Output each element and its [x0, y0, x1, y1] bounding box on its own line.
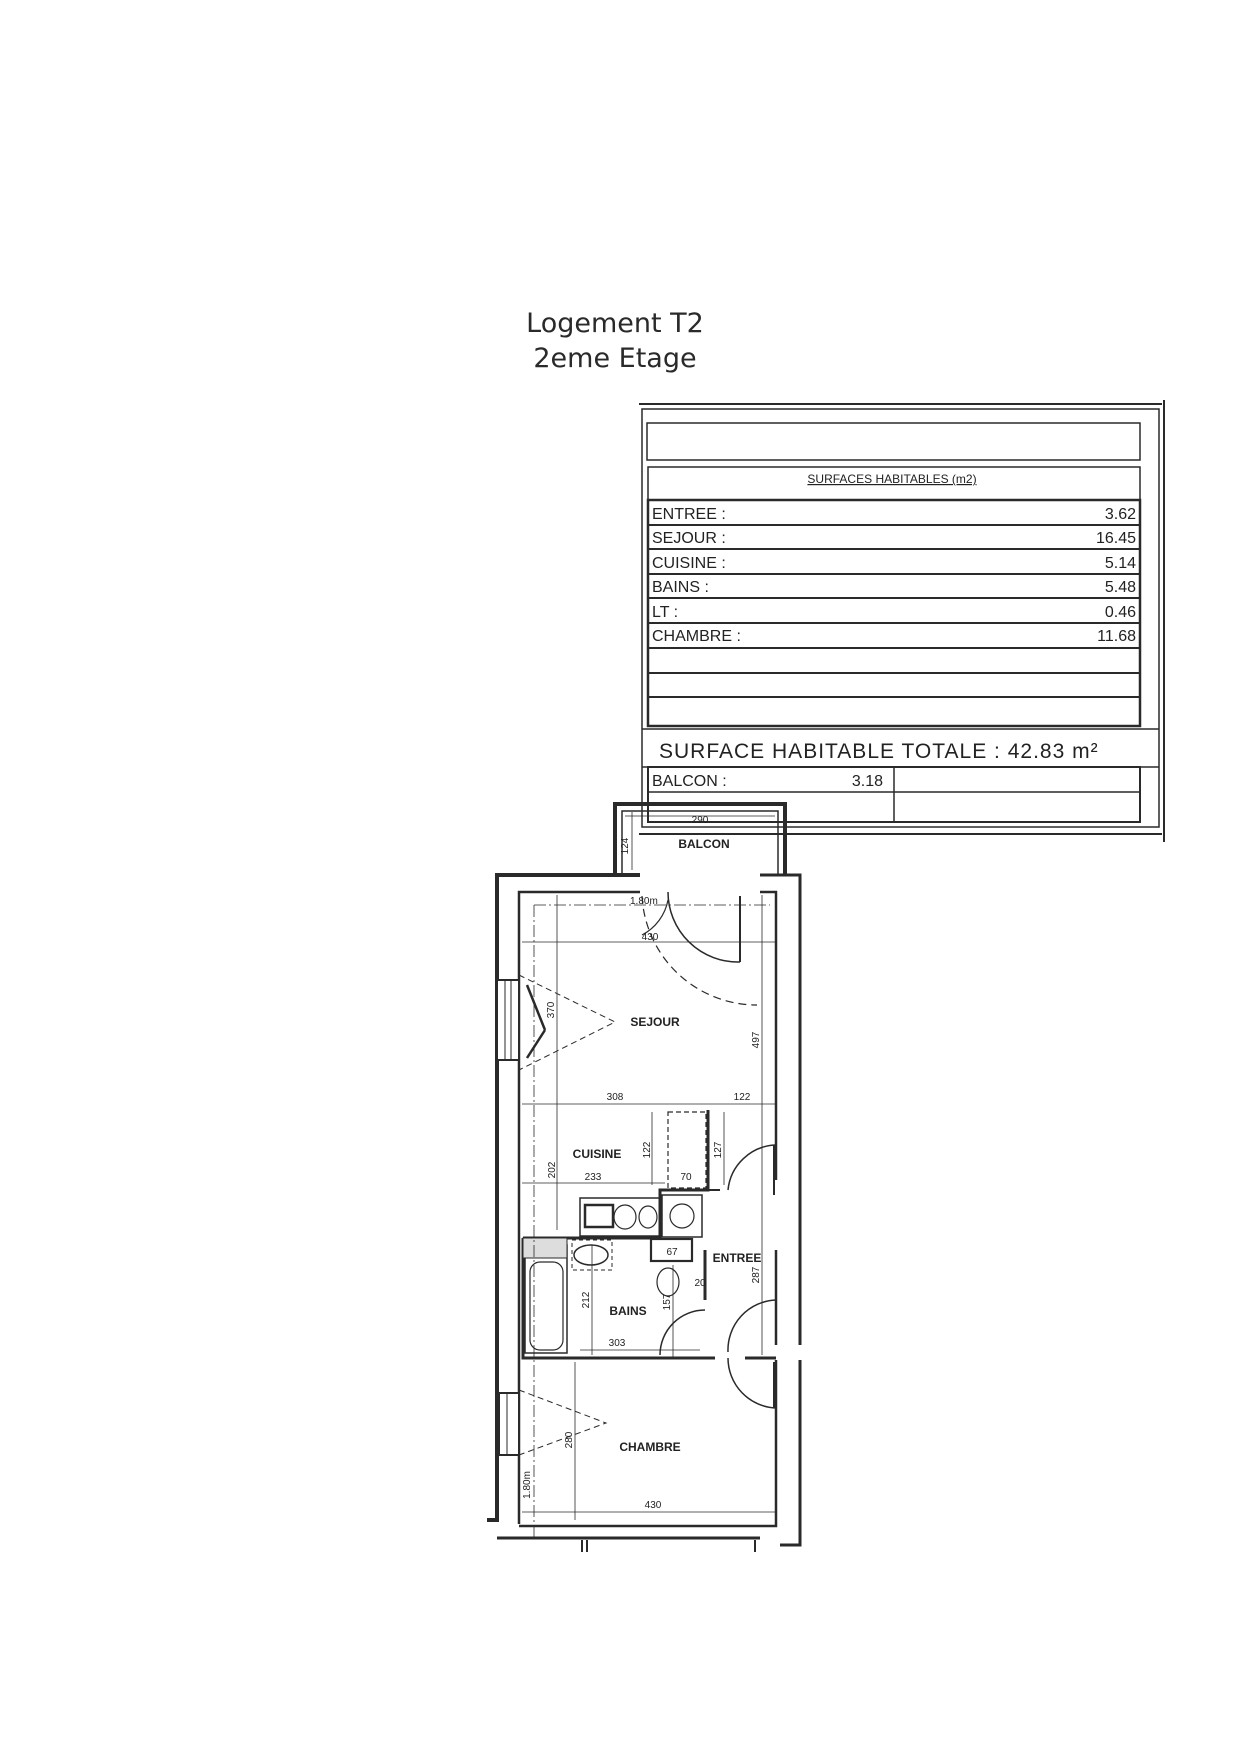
balcon-value: 3.18 [852, 773, 883, 790]
dim-sejour-window: 370 [546, 1001, 557, 1018]
document-subtitle: 2eme Etage [533, 343, 697, 374]
balcon-label: BALCON : [652, 773, 727, 790]
dim-balcon-width: 290 [692, 815, 709, 826]
row-value-chambre: 11.68 [1097, 628, 1136, 645]
dim-rail-top: 1.80m [630, 896, 658, 907]
row-value-cuisine: 5.14 [1105, 555, 1136, 572]
room-label-balcon: BALCON [678, 837, 729, 851]
balcony [613, 802, 787, 875]
dim-chambre-width: 430 [645, 1500, 662, 1511]
dim-wc-width: 67 [666, 1247, 678, 1258]
row-value-entree: 3.62 [1105, 506, 1136, 523]
dim-cuisine-inner: 233 [585, 1172, 602, 1183]
dim-chambre-height: 280 [564, 1431, 575, 1448]
surface-table: SURFACES HABITABLES (m2) ENTREE : 3.62 S… [639, 400, 1165, 842]
row-value-lt: 0.46 [1105, 604, 1136, 621]
walls [487, 873, 802, 1552]
row-label-bains: BAINS : [652, 579, 709, 596]
dim-wc-depth: 20 [694, 1278, 706, 1289]
row-label-lt: LT : [652, 604, 678, 621]
dim-bains-width: 303 [609, 1338, 626, 1349]
floor-plan: 290 BALCON 124 [487, 802, 802, 1552]
table-heading: SURFACES HABITABLES (m2) [807, 472, 976, 486]
document-title: Logement T2 [526, 308, 704, 339]
row-label-entree: ENTREE : [652, 506, 726, 523]
dim-cuisine-height: 202 [547, 1161, 558, 1178]
dim-fridge-depth: 127 [713, 1141, 724, 1158]
row-label-cuisine: CUISINE : [652, 555, 726, 572]
room-label-chambre: CHAMBRE [619, 1440, 680, 1454]
room-label-cuisine: CUISINE [573, 1147, 622, 1161]
dim-cuisine-width: 308 [607, 1092, 624, 1103]
dim-bains-height: 212 [581, 1291, 592, 1308]
dim-fridge-height: 122 [642, 1141, 653, 1158]
row-label-sejour: SEJOUR : [652, 530, 726, 547]
room-label-entree: ENTREE [713, 1251, 762, 1265]
row-value-bains: 5.48 [1105, 579, 1136, 596]
room-label-sejour: SEJOUR [630, 1015, 680, 1029]
row-label-chambre: CHAMBRE : [652, 628, 741, 645]
dim-balcon-depth: 124 [620, 837, 631, 854]
dim-entree-height: 287 [751, 1266, 762, 1283]
dim-fridge-width: 70 [680, 1172, 692, 1183]
table-title-box [646, 422, 1141, 461]
dim-rail-bottom: 1.80m [522, 1471, 533, 1499]
row-value-sejour: 16.45 [1096, 530, 1136, 547]
dim-sejour-height: 497 [751, 1031, 762, 1048]
dim-wc-height: 157 [662, 1293, 673, 1310]
room-label-bains: BAINS [609, 1304, 646, 1318]
total-surface: SURFACE HABITABLE TOTALE : 42.83 m² [659, 740, 1099, 763]
dim-entree-width: 122 [734, 1092, 751, 1103]
dim-sejour-width: 430 [642, 932, 659, 943]
